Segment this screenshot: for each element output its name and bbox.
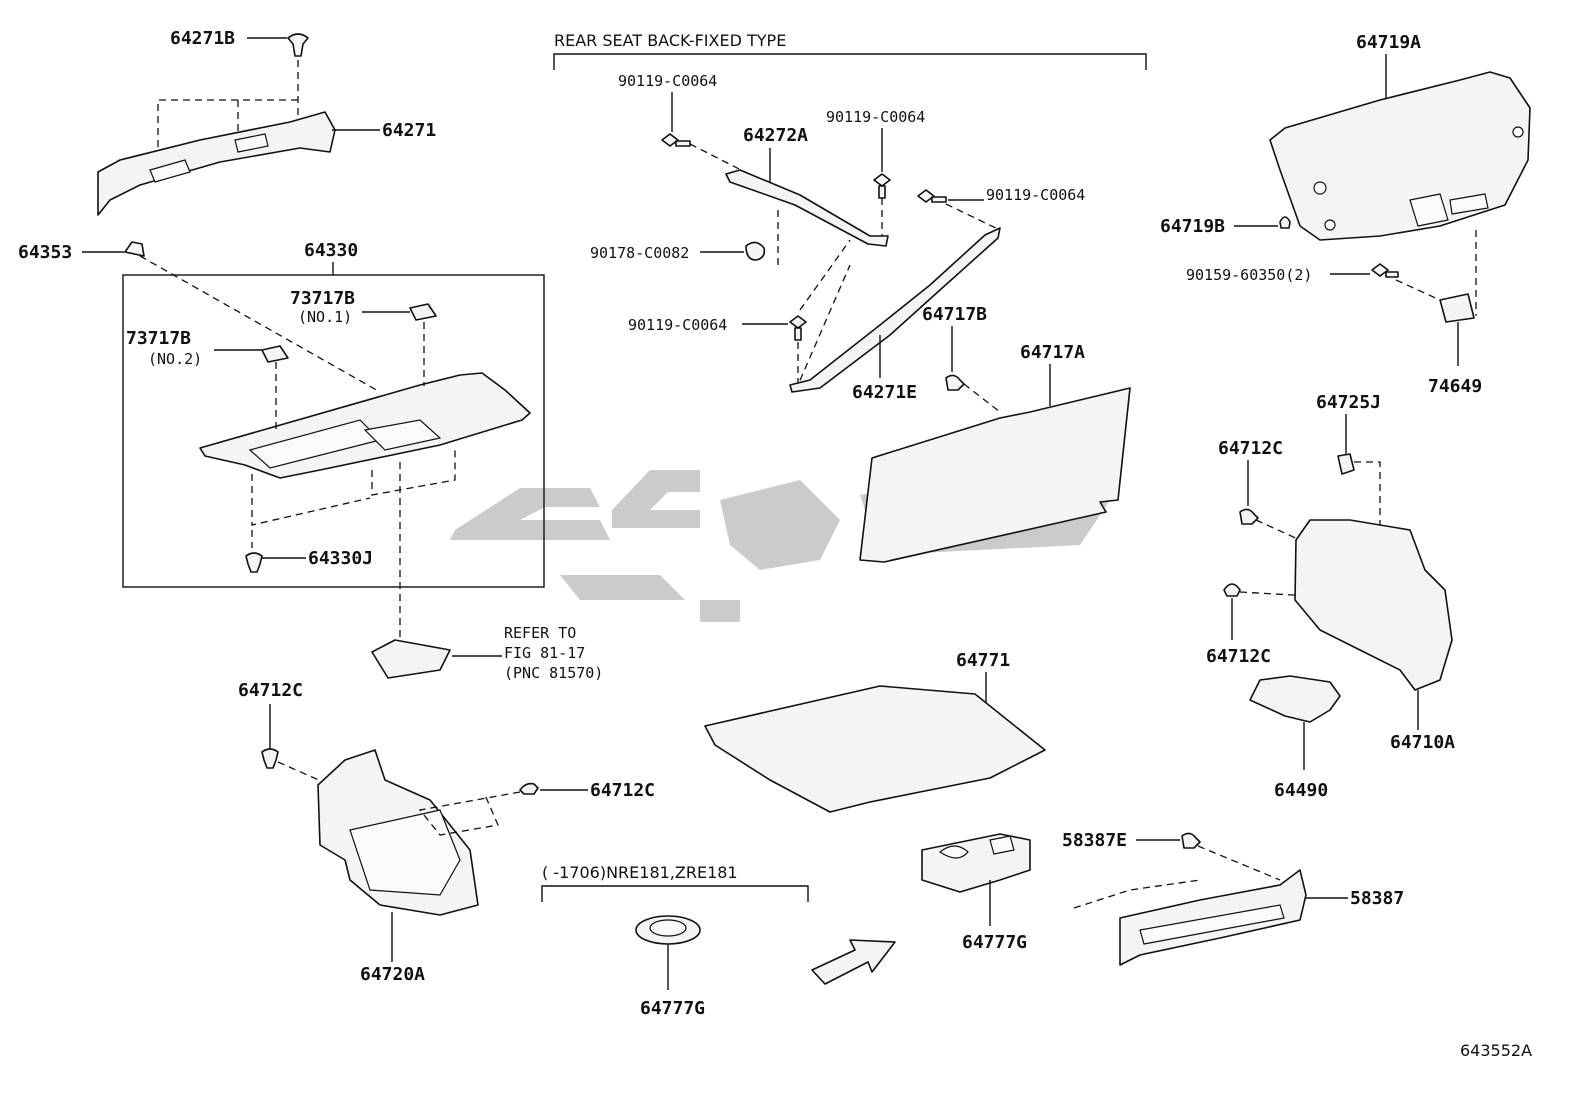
part-64719B-screw[interactable]: [1279, 216, 1291, 229]
header-bracket-top: [553, 53, 1147, 70]
part-64272A-rod[interactable]: [725, 169, 889, 247]
label-90119-c[interactable]: 90119-C0064: [986, 186, 1085, 204]
label-64271[interactable]: 64271: [382, 120, 436, 141]
part-64353-clip[interactable]: [124, 241, 145, 257]
part-64712C-clip-b[interactable]: [519, 782, 539, 795]
label-64777G-a[interactable]: 64777G: [640, 998, 705, 1019]
label-64271B[interactable]: 64271B: [170, 28, 235, 49]
label-64272A[interactable]: 64272A: [743, 125, 808, 146]
header-nre181[interactable]: ( -1706)NRE181,ZRE181: [542, 863, 738, 882]
part-90119-bolt-c[interactable]: [917, 189, 947, 203]
label-73717B-no1[interactable]: 73717B: [290, 288, 355, 309]
arrow-right-icon: [811, 939, 896, 985]
part-90159-screw[interactable]: [1371, 263, 1399, 278]
label-refer-pnc[interactable]: (PNC 81570): [504, 664, 603, 682]
label-64719A[interactable]: 64719A: [1356, 32, 1421, 53]
part-64710A-trim[interactable]: [1294, 519, 1453, 691]
label-64777G-b[interactable]: 64777G: [962, 932, 1027, 953]
part-64271B-clip[interactable]: [287, 33, 309, 57]
label-64710A[interactable]: 64710A: [1390, 732, 1455, 753]
part-64271E-rod[interactable]: [789, 227, 1001, 393]
part-73717B-no1[interactable]: [409, 303, 437, 321]
label-64717B[interactable]: 64717B: [922, 304, 987, 325]
label-64330[interactable]: 64330: [304, 240, 358, 261]
label-90159[interactable]: 90159-60350(2): [1186, 266, 1312, 284]
part-64271-panel[interactable]: [97, 111, 336, 216]
label-64717A[interactable]: 64717A: [1020, 342, 1085, 363]
part-74649-cover[interactable]: [1439, 293, 1475, 323]
part-64777G-plug-a[interactable]: [635, 915, 701, 945]
part-64712C-clip-d[interactable]: [1223, 583, 1241, 597]
part-58387E-clip[interactable]: [1181, 832, 1201, 849]
part-73717B-no2[interactable]: [261, 345, 289, 363]
part-64725J-clip[interactable]: [1337, 453, 1355, 475]
label-64712C-b[interactable]: 64712C: [590, 780, 655, 801]
label-64353[interactable]: 64353: [18, 242, 72, 263]
part-64490-trim[interactable]: [1249, 675, 1341, 723]
label-90178[interactable]: 90178-C0082: [590, 244, 689, 262]
label-58387[interactable]: 58387: [1350, 888, 1404, 909]
label-90119-b[interactable]: 90119-C0064: [826, 108, 925, 126]
label-64771[interactable]: 64771: [956, 650, 1010, 671]
label-58387E[interactable]: 58387E: [1062, 830, 1127, 851]
label-64720A[interactable]: 64720A: [360, 964, 425, 985]
part-64717B-clip[interactable]: [945, 374, 965, 391]
part-90119-bolt-d[interactable]: [789, 315, 807, 341]
part-64712C-clip-a[interactable]: [261, 748, 279, 769]
part-64717A-board[interactable]: [859, 387, 1131, 563]
label-64330J[interactable]: 64330J: [308, 548, 373, 569]
part-81570-lamp[interactable]: [371, 639, 451, 679]
label-64712C-a[interactable]: 64712C: [238, 680, 303, 701]
label-90119-a[interactable]: 90119-C0064: [618, 72, 717, 90]
label-64712C-c[interactable]: 64712C: [1218, 438, 1283, 459]
label-no1[interactable]: (NO.1): [298, 308, 352, 326]
part-90178-nut[interactable]: [745, 241, 766, 261]
header-bracket-bottom: [541, 885, 809, 902]
label-73717B-no2[interactable]: 73717B: [126, 328, 191, 349]
label-90119-d[interactable]: 90119-C0064: [628, 316, 727, 334]
part-64777G-box[interactable]: [921, 833, 1031, 893]
label-64719B[interactable]: 64719B: [1160, 216, 1225, 237]
group-frame-64330: [122, 274, 545, 588]
part-64720A-trim[interactable]: [317, 749, 479, 916]
part-58387-scuff-plate[interactable]: [1119, 869, 1307, 966]
label-no2[interactable]: (NO.2): [148, 350, 202, 368]
label-64490[interactable]: 64490: [1274, 780, 1328, 801]
part-64771-floor-mat[interactable]: [704, 685, 1046, 813]
label-64725J[interactable]: 64725J: [1316, 392, 1381, 413]
part-64719A-trim[interactable]: [1269, 71, 1531, 241]
part-64330-package-tray[interactable]: [199, 372, 531, 479]
part-90119-bolt-b[interactable]: [873, 173, 891, 199]
figure-id: 643552A: [1460, 1041, 1532, 1060]
label-64712C-d[interactable]: 64712C: [1206, 646, 1271, 667]
part-64712C-clip-c[interactable]: [1239, 508, 1259, 525]
label-refer-to[interactable]: REFER TO: [504, 624, 576, 642]
label-64271E[interactable]: 64271E: [852, 382, 917, 403]
header-rear-seat-back[interactable]: REAR SEAT BACK-FIXED TYPE: [554, 31, 786, 50]
part-64330J-clip[interactable]: [245, 552, 263, 573]
label-74649[interactable]: 74649: [1428, 376, 1482, 397]
part-90119-bolt-a[interactable]: [661, 133, 691, 147]
label-refer-fig[interactable]: FIG 81-17: [504, 644, 585, 662]
